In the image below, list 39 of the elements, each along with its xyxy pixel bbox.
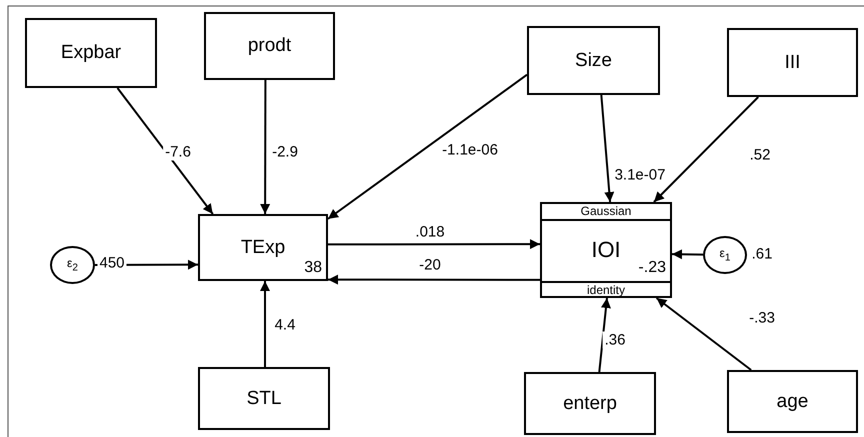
error-term-circle: [50, 246, 95, 284]
intercept-value: -.23: [638, 259, 666, 277]
intercept-value: 38: [304, 259, 322, 277]
arrow: [656, 297, 752, 371]
variable-box: [727, 370, 858, 433]
arrow: [260, 281, 270, 367]
glm-variable-box: [540, 202, 672, 298]
variable-box: [204, 12, 335, 80]
link-label: identity: [542, 281, 670, 296]
error-term-label: ε$_{1}$: [720, 246, 730, 264]
variable-name: STL: [246, 388, 282, 410]
variable-name: Expbar: [60, 42, 122, 64]
variable-box: [25, 18, 157, 88]
variable-box: [198, 214, 328, 281]
variable-name: enterp: [563, 392, 617, 414]
variable-name: prodt: [248, 35, 292, 57]
arrow: [328, 274, 540, 285]
variable-box: [198, 367, 330, 430]
edge-label: -7.6: [163, 144, 193, 160]
arrow: [328, 239, 540, 250]
variable-name: TExp: [240, 236, 286, 258]
variable-name: III: [784, 52, 800, 74]
family-label: Gaussian: [542, 204, 670, 221]
variable-box: [527, 26, 660, 95]
error-term-label: ε$_{2}$: [67, 256, 78, 274]
variable-name: age: [776, 390, 808, 412]
variable-name: IOI: [591, 237, 621, 263]
arrow: [260, 80, 270, 214]
arrow: [672, 249, 704, 260]
error-term-circle: [703, 236, 747, 274]
edge-label: .36: [602, 332, 628, 348]
variable-box: [524, 372, 656, 435]
arrow: [598, 298, 611, 372]
variable-name: Size: [575, 50, 612, 72]
arrow: [600, 94, 614, 202]
arrow: [116, 87, 214, 215]
variable-box: [727, 28, 858, 97]
arrow: [327, 74, 528, 220]
arrow: [653, 96, 759, 203]
